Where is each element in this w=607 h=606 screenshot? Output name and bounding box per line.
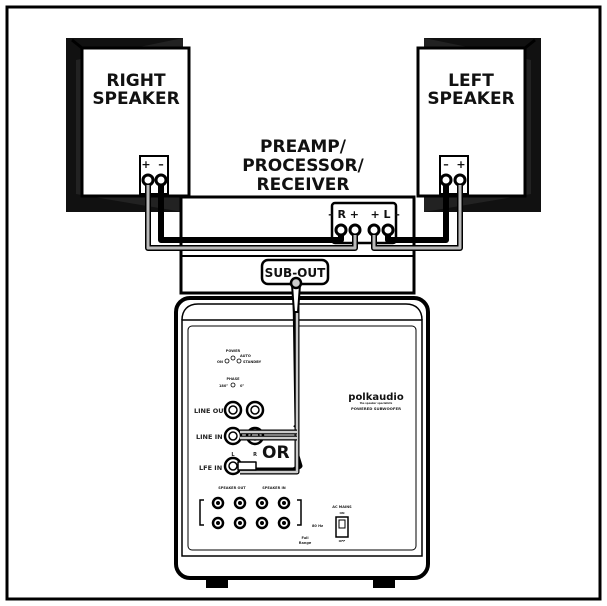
right-speaker-plus-terminal	[141, 173, 155, 187]
power-on-label: ON	[217, 360, 223, 364]
right-speaker-minus-terminal	[154, 173, 168, 187]
receiver-label-3: RECEIVER	[257, 175, 350, 195]
phase-0-label: 0°	[240, 384, 244, 388]
right-speaker-label-2: SPEAKER	[92, 89, 179, 109]
right-speaker: RIGHT SPEAKER + –	[66, 38, 191, 212]
speaker-in-label: SPEAKER IN	[262, 486, 286, 490]
brand-logo: polkaudio	[348, 392, 404, 403]
lfe-in-label: LFE IN	[199, 464, 222, 472]
line-out-label: LINE OUT	[194, 407, 229, 415]
receiver-speaker-terminals	[330, 201, 398, 245]
phase-180-label: 180°	[219, 384, 228, 388]
power-standby-label: STANDBY	[243, 360, 262, 364]
left-speaker: LEFT SPEAKER – +	[416, 38, 541, 212]
phase-label: PHASE	[226, 377, 240, 381]
channel-l-label: L	[231, 452, 235, 458]
right-speaker-plus: +	[141, 158, 150, 171]
ac-mains-label: AC MAINS	[332, 505, 352, 509]
sub-out-label: SUB-OUT	[265, 266, 326, 280]
or-label: OR	[262, 443, 290, 463]
range-label-1: Full	[301, 536, 308, 540]
receiver-label-1: PREAMP/	[260, 137, 347, 157]
speaker-out-label: SPEAKER OUT	[218, 486, 246, 490]
subwoofer-foot-right	[373, 578, 395, 588]
left-speaker-plus-terminal	[453, 173, 467, 187]
subwoofer: POWER AUTO ON STANDBY PHASE 180° 0° LINE…	[174, 296, 430, 588]
right-speaker-minus: –	[158, 158, 164, 171]
speaker-terminals	[199, 496, 302, 530]
left-speaker-minus-terminal	[439, 173, 453, 187]
ac-on-label: ON	[339, 511, 345, 515]
receiver-label-2: PROCESSOR/	[242, 156, 364, 176]
power-auto-label: AUTO	[240, 354, 251, 358]
right-speaker-label-1: RIGHT	[106, 71, 166, 91]
line-in-label: LINE IN	[196, 433, 223, 441]
subwoofer-panel	[187, 325, 417, 551]
power-switch-auto[interactable]	[230, 355, 236, 361]
ac-off-label: OFF	[339, 539, 346, 543]
subwoofer-foot-left	[206, 578, 228, 588]
model-label: POWERED SUBWOOFER	[351, 406, 401, 411]
power-label: POWER	[226, 349, 241, 353]
left-speaker-label-1: LEFT	[448, 71, 494, 91]
brand-tagline: the speaker specialists	[360, 401, 393, 405]
power-switch-on[interactable]	[224, 358, 230, 364]
power-switch-standby[interactable]	[236, 358, 242, 364]
channel-r-label: R	[253, 452, 257, 458]
sub-out-cable	[237, 276, 303, 475]
line-out-jacks	[223, 400, 265, 420]
left-speaker-minus: –	[443, 158, 449, 171]
sub-out-plug	[289, 276, 303, 290]
speaker-wires	[145, 185, 463, 251]
left-speaker-label-2: SPEAKER	[427, 89, 514, 109]
freq-label: 80 Hz	[312, 524, 323, 528]
left-speaker-plus: +	[456, 158, 465, 171]
receiver-terminal-label: – R + + L –	[328, 208, 400, 221]
phase-switch[interactable]	[230, 382, 236, 388]
range-label-2: Range	[299, 541, 312, 545]
